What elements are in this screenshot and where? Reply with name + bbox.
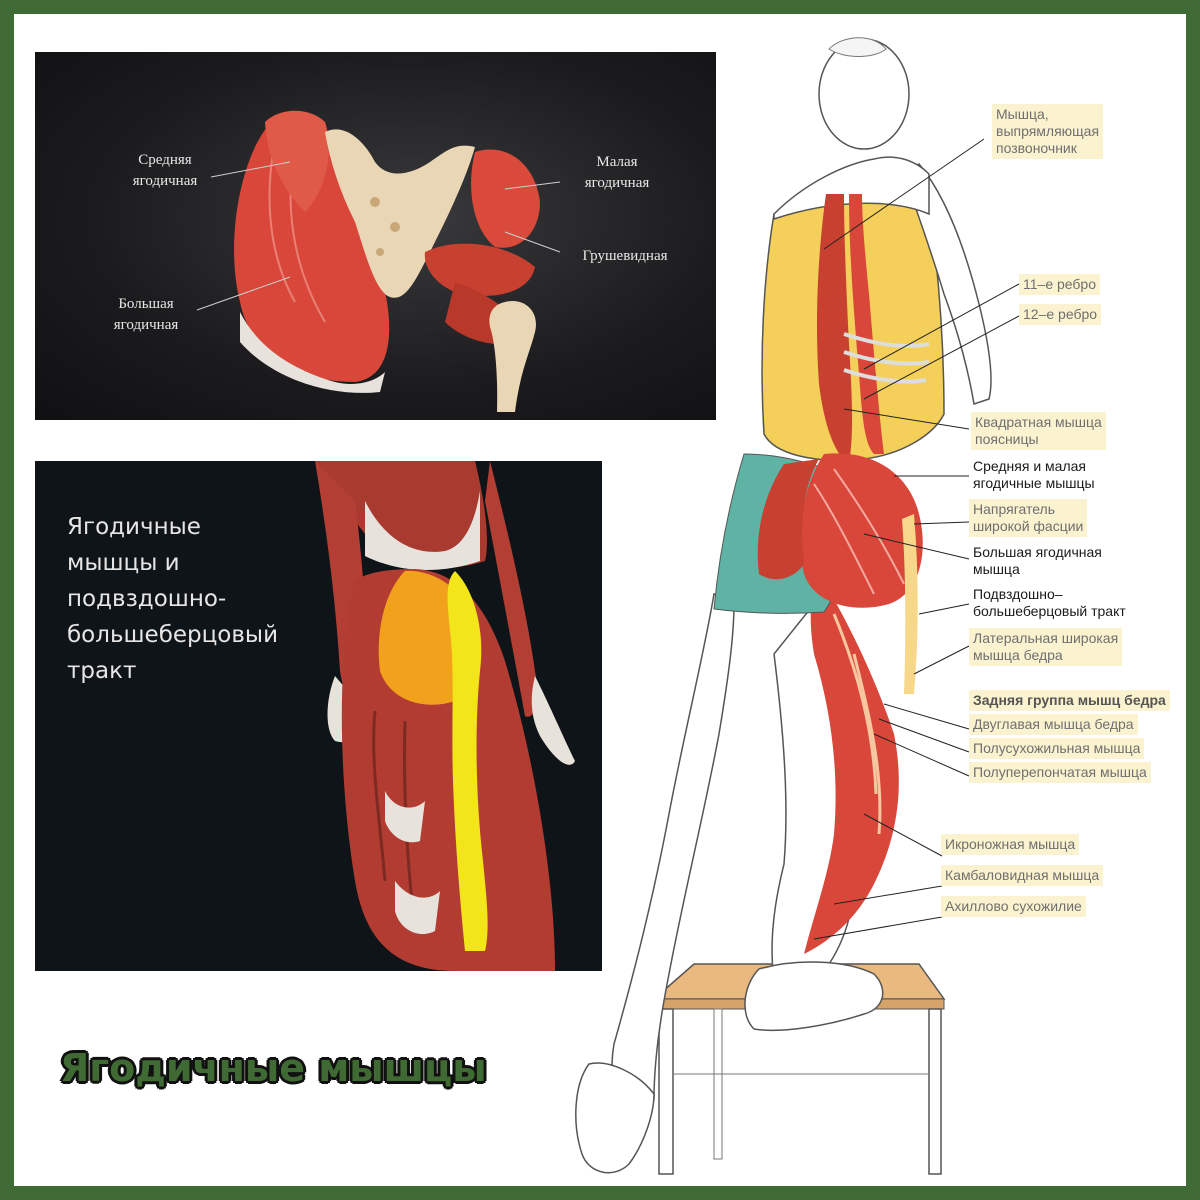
gluteus-maximus-figure: [800, 453, 923, 608]
label-tensor-fasciae-latae: Напрягатель широкой фасции: [969, 499, 1088, 537]
label-gluteus-medius: Средняя ягодичная: [132, 152, 198, 189]
label-rib-12: 12–е ребро: [1019, 304, 1102, 325]
page-title: Ягодичные мышцы: [60, 1046, 487, 1090]
left-sneaker: [575, 1062, 655, 1174]
leader-lines: [813, 138, 1020, 940]
it-tract-illustration: [315, 461, 575, 971]
hamstring-muscles: [804, 574, 899, 954]
pelvis-illustration: [196, 110, 561, 412]
label-hamstrings-group: Задняя группа мышц бедра: [969, 690, 1170, 711]
right-sneaker: [744, 961, 884, 1032]
page-frame: Средняя ягодичная Малая ягодичная Грушев…: [14, 14, 1186, 1186]
label-biceps-femoris: Двуглавая мышца бедра: [969, 714, 1138, 735]
label-gluteus-medius-minimus: Средняя и малая ягодичные мышцы: [973, 458, 1095, 491]
it-tract-highlight: [447, 571, 488, 951]
label-gluteus-maximus: Большая ягодичная: [113, 296, 179, 333]
label-vastus-lateralis: Латеральная широкая мышца бедра: [969, 628, 1123, 666]
gluteus-medius-shape: [265, 110, 329, 212]
label-erector-spinae: Мышца, выпрямляющая позвоночник: [992, 104, 1104, 159]
step-up-figure-illustration: [575, 37, 1020, 1175]
piriformis-shape: [424, 243, 535, 296]
label-gluteus-minimus: Малая ягодичная: [584, 154, 650, 191]
label-gastrocnemius: Икроножная мышца: [941, 834, 1080, 855]
label-soleus: Камбаловидная мышца: [941, 865, 1104, 886]
erector-spinae: [816, 194, 853, 464]
sacrum-bone: [325, 129, 475, 298]
label-iliotibial-tract: Подвздошно– большеберцовый тракт: [973, 586, 1126, 619]
label-rib-11: 11–е ребро: [1019, 274, 1101, 295]
label-semitendinosus: Полусухожильная мышца: [969, 738, 1145, 759]
gluteus-maximus-shape: [234, 122, 390, 382]
label-quadratus-lumborum: Квадратная мышца поясницы: [971, 412, 1106, 450]
label-gluteus-maximus-figure: Большая ягодичная мышца: [973, 544, 1102, 577]
pelvis-panel: Средняя ягодичная Малая ягодичная Грушев…: [35, 52, 716, 420]
it-tract-panel-title: Ягодичные мышцы и подвздошно- большеберц…: [67, 514, 279, 684]
label-piriformis: Грушевидная: [582, 248, 668, 264]
femur-bone: [489, 301, 536, 412]
label-achilles-tendon: Ахиллово сухожилие: [941, 896, 1086, 917]
gluteus-minimus-shape: [471, 149, 540, 248]
label-semimembranosus: Полуперепончатая мышца: [969, 762, 1151, 783]
it-tract-panel: Ягодичные мышцы и подвздошно- большеберц…: [35, 461, 602, 971]
